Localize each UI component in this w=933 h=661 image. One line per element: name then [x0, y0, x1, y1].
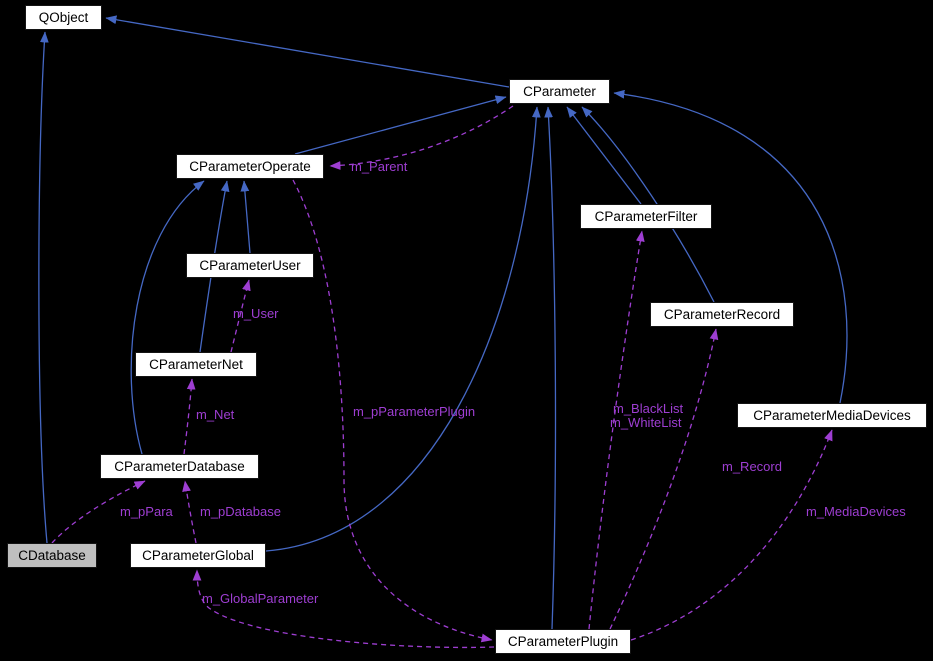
- edge-inherit-cparameterrecord-cparameter: [581, 106, 715, 303]
- edge-label-m-whitelist: m_WhiteList: [610, 415, 682, 430]
- node-cparameter[interactable]: CParameter: [509, 79, 610, 104]
- node-cparameter-operate[interactable]: CParameterOperate: [176, 154, 324, 179]
- edge-usage-m-pparameterplugin: [292, 179, 493, 643]
- edge-label-m-user: m_User: [233, 306, 279, 321]
- edge-label-m-pdatabase: m_pDatabase: [200, 504, 281, 519]
- edge-usage-m-parent: [329, 105, 514, 170]
- edge-label-m-ppara: m_pPara: [120, 504, 174, 519]
- edge-usage-m-globalparameter: [192, 569, 495, 649]
- edge-usage-m-user: [230, 279, 251, 353]
- node-cdatabase[interactable]: CDatabase: [7, 543, 97, 568]
- edge-label-m-record: m_Record: [722, 459, 782, 474]
- node-cparameter-filter[interactable]: CParameterFilter: [580, 204, 712, 229]
- node-cparameter-plugin[interactable]: CParameterPlugin: [495, 629, 631, 654]
- node-cparameter-net[interactable]: CParameterNet: [135, 352, 257, 377]
- edge-inherit-cparameterglobal-cparameter: [265, 106, 541, 552]
- node-cparameter-global[interactable]: CParameterGlobal: [130, 543, 266, 568]
- node-cparameter-database[interactable]: CParameterDatabase: [100, 454, 259, 479]
- edge-label-m-blacklist: m_BlackList: [613, 401, 683, 416]
- edge-inherit-cparameterfilter-cparameter: [566, 106, 642, 205]
- edge-usage-m-ppara: [51, 480, 146, 544]
- edge-usage-m-blacklist-whitelist: [588, 230, 645, 630]
- edge-usage-m-mediadevices: [630, 429, 833, 641]
- edge-inherit-cparameter-qobject: [105, 15, 510, 88]
- edge-label-m-mediadevices: m_MediaDevices: [806, 504, 906, 519]
- edge-label-m-globalparameter: m_GlobalParameter: [202, 591, 319, 606]
- edge-usage-m-record: [609, 328, 719, 630]
- edge-label-m-parent: m_Parent: [351, 159, 408, 174]
- edge-inherit-cparameterdatabase-cparameteroperate: [130, 180, 205, 455]
- edge-label-m-pparameterplugin: m_pParameterPlugin: [353, 404, 475, 419]
- edge-inherit-cparameteruser-cparameteroperate: [240, 180, 251, 254]
- edge-inherit-cdatabase-qobject: [38, 31, 49, 544]
- node-qobject[interactable]: QObject: [25, 5, 102, 30]
- node-cparameter-user[interactable]: CParameterUser: [186, 253, 314, 278]
- edge-usage-m-net: [183, 378, 196, 455]
- edge-inherit-cparameteroperate-cparameter: [294, 95, 507, 155]
- edge-inherit-cparameterplugin-cparameter: [544, 106, 557, 630]
- edge-label-m-net: m_Net: [196, 407, 235, 422]
- edge-usage-m-pdatabase: [182, 480, 197, 544]
- edge-inherit-cparametermediadevices-cparameter: [613, 89, 848, 404]
- node-cparameter-media-devices[interactable]: CParameterMediaDevices: [737, 403, 927, 428]
- node-cparameter-record[interactable]: CParameterRecord: [650, 302, 794, 327]
